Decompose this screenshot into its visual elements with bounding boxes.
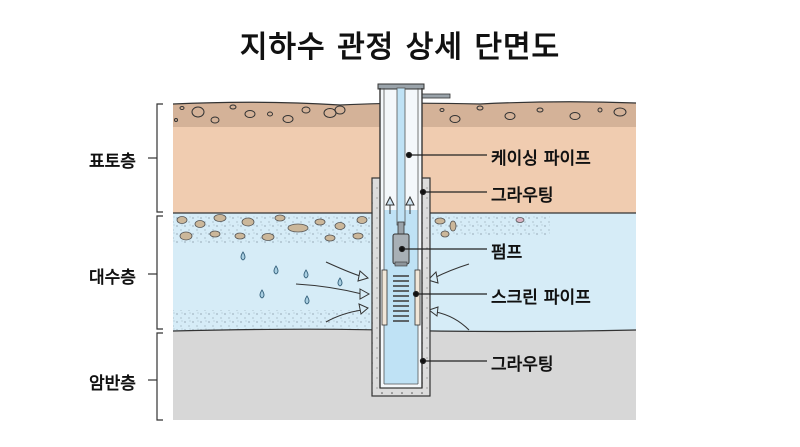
layer-label-topsoil: 표토층	[89, 152, 136, 172]
layer-brackets	[148, 103, 163, 421]
screen-pipe	[381, 269, 421, 326]
callout-leaders	[398, 151, 487, 365]
layer-label-aquifer: 대수층	[89, 268, 136, 288]
callout-casing-pipe: 케이싱 파이프	[491, 149, 591, 169]
upward-flow-arrow-icon	[385, 195, 415, 214]
callout-grouting-lower: 그라우팅	[491, 355, 554, 375]
diagram-title: 지하수 관정 상세 단면도	[239, 30, 561, 65]
water-drop-icon	[240, 251, 343, 305]
callout-pump: 펌프	[491, 243, 523, 263]
callout-grouting-upper: 그라우팅	[491, 186, 554, 206]
callout-screen-pipe: 스크린 파이프	[491, 288, 591, 308]
layer-label-bedrock: 암반층	[89, 374, 136, 394]
